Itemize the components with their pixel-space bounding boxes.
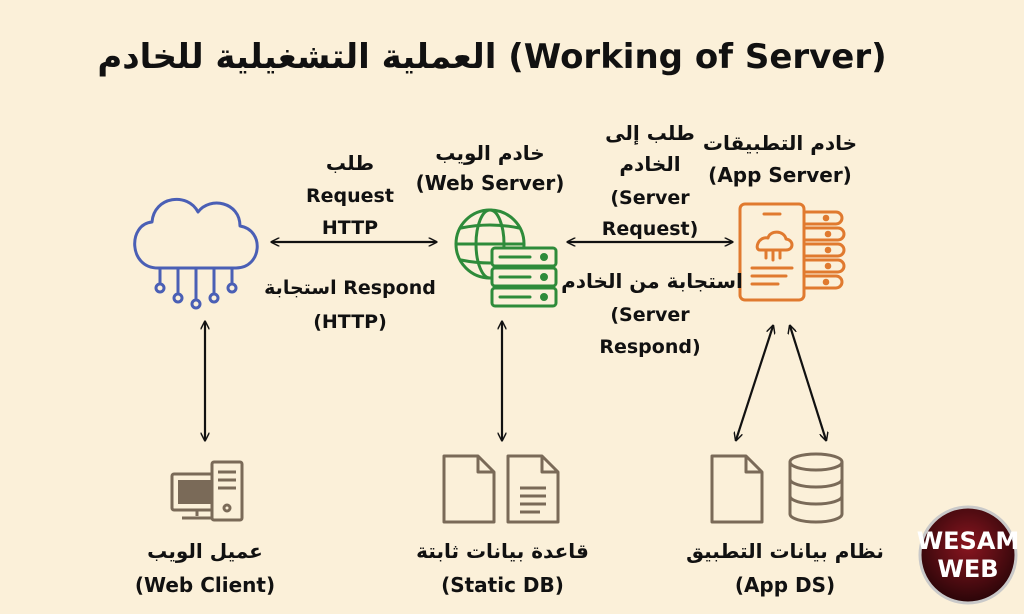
server-respond-label-en1: (Server	[610, 304, 690, 326]
arrow-appserver-db	[790, 326, 826, 440]
server-request-label-en1: (Server	[610, 187, 690, 209]
app-ds-icon	[710, 452, 844, 524]
watermark-logo: WESAM WEB	[917, 505, 1020, 605]
static-db-icon	[442, 454, 560, 524]
web-server-label-en: (Web Server)	[415, 171, 565, 195]
arrow-appserver-doc	[736, 326, 773, 440]
watermark-line1: WESAM	[917, 527, 1020, 555]
diagram-title: العملية التشغيلية للخادم (Working of Ser…	[97, 37, 887, 77]
server-request-label-ar2: الخادم	[619, 152, 681, 176]
http-request-label-1: Request	[306, 185, 394, 207]
app-server-label-en: (App Server)	[708, 163, 852, 187]
http-request-label-ar: طلب	[325, 151, 375, 175]
arrows	[205, 242, 826, 440]
server-respond-label-en2: Respond)	[599, 336, 701, 358]
web-server-icon	[454, 208, 558, 308]
server-request-label-ar1: طلب إلى	[605, 121, 695, 145]
cloud-icon	[133, 197, 259, 310]
http-request-label-2: HTTP	[321, 217, 379, 239]
app-ds-label-en: (App DS)	[734, 573, 836, 597]
watermark-line2: WEB	[937, 555, 998, 583]
app-ds-label-ar: نظام بيانات التطبيق	[686, 539, 884, 563]
server-respond-label-ar: استجابة من الخادم	[561, 269, 743, 293]
web-client-label-ar: عميل الويب	[147, 539, 263, 563]
static-db-label-ar: قاعدة بيانات ثابتة	[416, 539, 589, 563]
web-server-label-ar: خادم الويب	[435, 141, 545, 165]
server-request-label-en2: Request)	[601, 218, 699, 240]
app-server-label-ar: خادم التطبيقات	[702, 131, 858, 155]
web-client-label-en: (Web Client)	[134, 573, 276, 597]
static-db-label-en: (Static DB)	[441, 573, 564, 597]
app-server-icon	[738, 202, 846, 302]
http-respond-label-1: استجابة Respond	[264, 277, 436, 299]
web-client-icon	[170, 460, 244, 522]
http-respond-label-2: (HTTP)	[313, 311, 387, 333]
